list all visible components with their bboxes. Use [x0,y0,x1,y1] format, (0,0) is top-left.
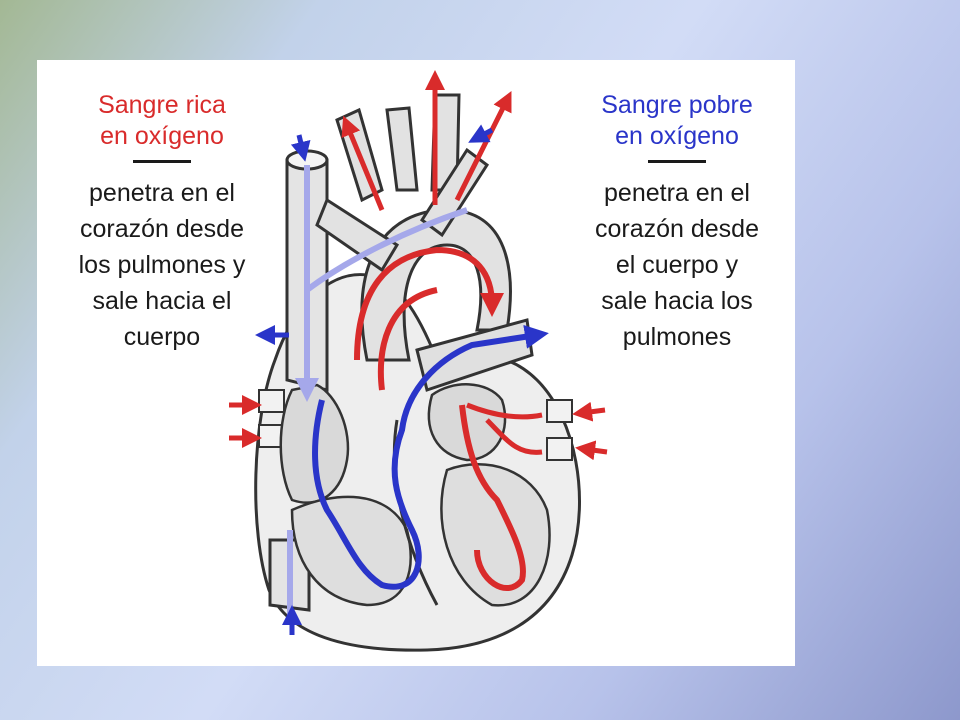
flow-red-up-1 [341,115,385,211]
heart-diagram-panel: Sangre rica en oxígeno penetra en el cor… [37,60,795,666]
pulmonary-artery-left [315,197,400,273]
caption-divider [648,160,706,163]
title-line: Sangre pobre [601,91,753,119]
arrow-icon [572,401,606,422]
body-line: sale hacia los [601,287,753,315]
aorta-branch-2 [385,106,419,192]
title-line: en oxígeno [615,122,739,150]
flow-blue-right-heart [312,324,549,590]
flow-red-up-3 [454,91,512,202]
caption-oxygen-poor: Sangre pobre en oxígeno penetra en el co… [577,90,777,355]
body-line: cuerpo [123,323,201,351]
flow-red-pulm-veins [466,402,543,455]
body-line: penetra en el [89,179,235,207]
caption-oxygen-rich-title: Sangre rica en oxígeno [57,90,267,152]
arrow-icon [468,124,494,143]
pulmonary-vein-left-1 [258,389,285,413]
flow-red-aorta [354,246,504,361]
caption-oxygen-poor-body: penetra en el corazón desde el cuerpo y … [577,175,777,355]
pulmonary-vein-right-1 [546,399,573,423]
body-line: corazón desde [594,215,759,243]
title-line: Sangre rica [98,91,226,119]
caption-divider [133,160,191,163]
flow-red-left-heart [377,287,526,591]
body-line: el cuerpo y [615,251,739,279]
title-line: en oxígeno [100,122,224,150]
body-line: pulmones [622,323,732,351]
aorta [360,208,512,362]
body-line: los pulmones y [78,251,246,279]
arrow-icon [575,440,608,461]
body-line: penetra en el [604,179,750,207]
caption-oxygen-poor-title: Sangre pobre en oxígeno [577,90,777,152]
caption-oxygen-rich: Sangre rica en oxígeno penetra en el cor… [57,90,267,355]
caption-oxygen-rich-body: penetra en el corazón desde los pulmones… [57,175,267,355]
arrow-icon [290,134,311,162]
body-line: sale hacia el [92,287,232,315]
pulmonary-vein-right-2 [546,437,573,461]
heart-illustration [229,70,608,652]
flow-pulm-light [305,207,468,293]
body-line: corazón desde [79,215,244,243]
